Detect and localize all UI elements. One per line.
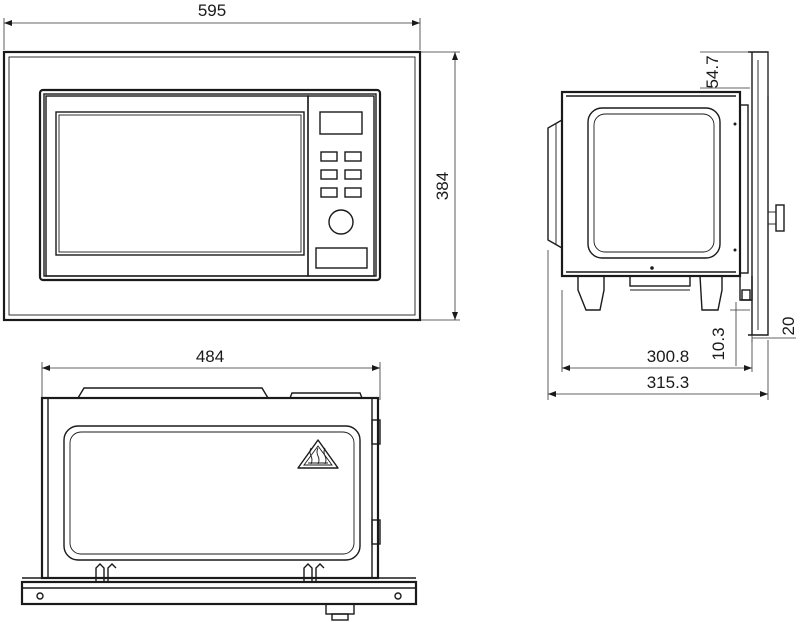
- side-view: 54.7 20 10.3: [547, 51, 798, 400]
- hot-surface-warning-icon: [297, 439, 339, 469]
- door-release-button: [315, 247, 368, 269]
- dim-side-flange: 54.7: [703, 55, 722, 88]
- front-view: 595 384: [2, 1, 460, 322]
- dim-side-frame: 20: [779, 317, 798, 336]
- dim-front-width: 595: [198, 1, 226, 20]
- dim-side-depth-body: 300.8: [647, 347, 690, 366]
- dim-side-bottom-offset: 10.3: [709, 327, 728, 360]
- dim-side-depth-total: 315.3: [647, 373, 690, 392]
- display-window: [319, 111, 363, 135]
- control-knob: [328, 209, 354, 235]
- dim-front-height: 384: [433, 172, 452, 200]
- dim-top-width: 484: [196, 347, 224, 366]
- top-view: 484: [20, 347, 418, 621]
